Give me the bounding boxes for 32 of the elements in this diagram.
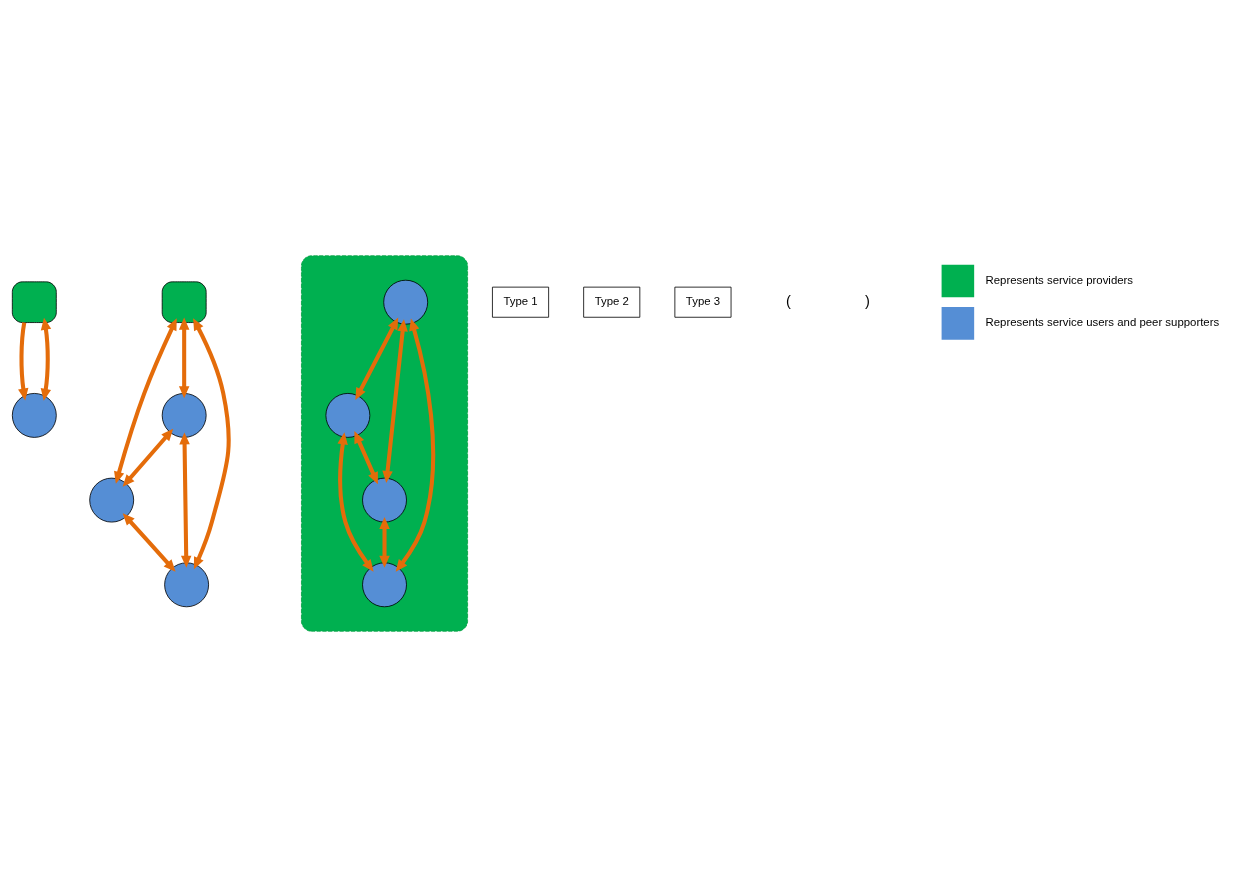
- cluster: [301, 255, 468, 632]
- arrow: [382, 319, 408, 483]
- legend-label: Represents service users and peer supporters: [985, 316, 1220, 329]
- arrow: [122, 428, 174, 487]
- legend-label: Represents service providers: [985, 274, 1134, 287]
- arrow: [193, 318, 231, 570]
- node-circle: [325, 393, 371, 438]
- node-circle: [11, 393, 57, 438]
- arrow: [355, 317, 399, 401]
- arrow: [18, 322, 29, 401]
- arrow: [114, 318, 177, 484]
- arrow: [40, 317, 52, 401]
- arrow: [379, 517, 390, 568]
- node-box: Type 1: [492, 286, 550, 318]
- label: ): [865, 292, 870, 309]
- arrow: [337, 432, 374, 572]
- node-circle: [89, 477, 135, 523]
- label: (: [786, 292, 791, 309]
- node-circle: [383, 279, 429, 325]
- arrow: [179, 432, 192, 568]
- node-circle: [362, 477, 407, 523]
- node-box: [161, 281, 207, 323]
- node-circle: [161, 393, 207, 438]
- arrow: [354, 431, 378, 485]
- node-circle: [164, 562, 209, 608]
- arrow: [178, 317, 190, 399]
- node-box: [11, 281, 57, 323]
- node-box: Type 2: [583, 286, 641, 318]
- node-circle: [362, 562, 407, 608]
- node-box: Type 3: [674, 286, 732, 318]
- arrow: [122, 513, 176, 572]
- arrow: [395, 318, 436, 572]
